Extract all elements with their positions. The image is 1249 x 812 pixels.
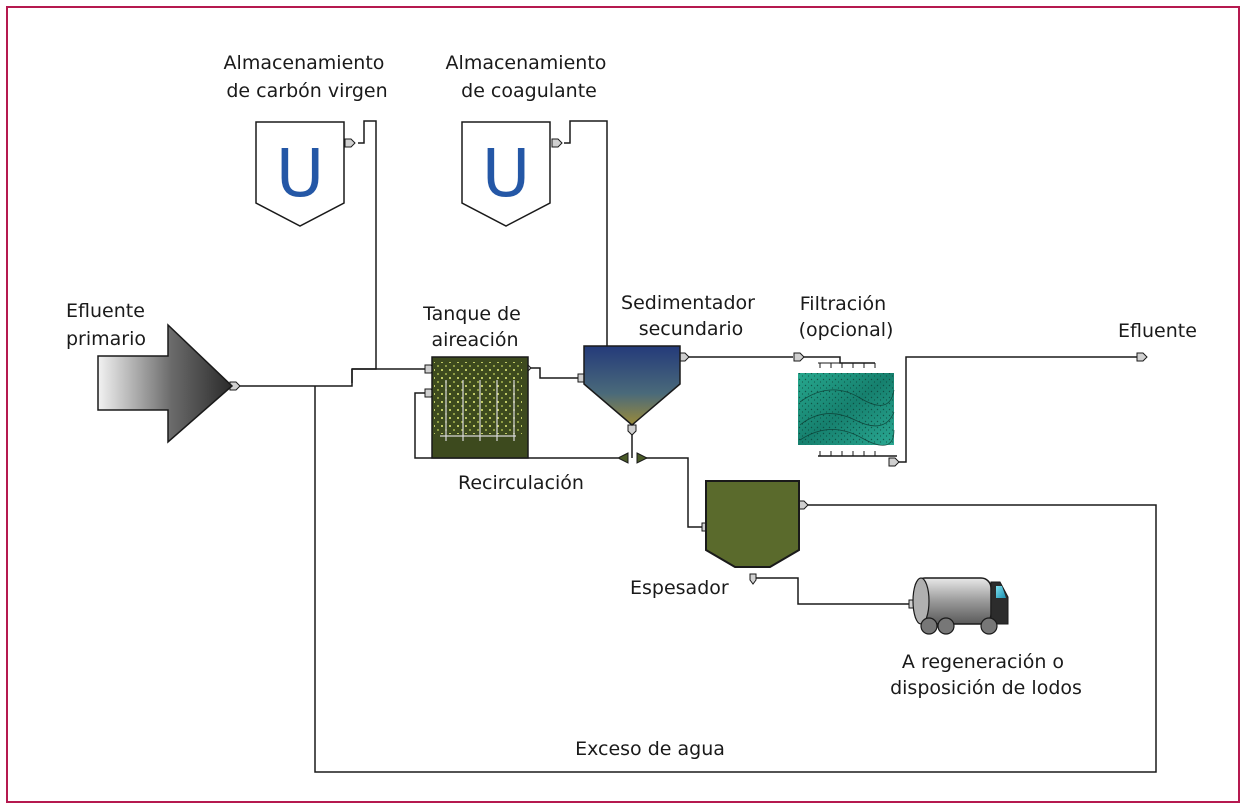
flow-arrow (1136, 352, 1148, 362)
coagulant-storage-label: Almacenamiento de coagulante (446, 52, 613, 102)
flow-arrow (551, 138, 563, 148)
effluent-label: Efluente (1118, 320, 1197, 342)
carbon-storage-symbol: U (276, 135, 324, 212)
primary-effluent-arrow (97, 323, 234, 444)
flow-arrow (749, 573, 757, 585)
excess-water-label: Exceso de agua (575, 738, 725, 760)
sludge-truck (912, 577, 1009, 635)
coagulant-storage-symbol: U (482, 135, 530, 212)
carbon-storage-hopper: U (255, 121, 345, 227)
aeration-tank-label: Tanque de aireación (422, 303, 527, 351)
carbon-storage-label: Almacenamiento de carbón virgen (224, 52, 391, 102)
flow-arrow (793, 352, 805, 362)
filtration-unit (798, 362, 895, 456)
secondary-settler (583, 345, 681, 426)
flow-arrows (229, 138, 1148, 609)
flow-arrow (636, 452, 649, 464)
recirculation-label: Recirculación (458, 472, 584, 494)
flow-lines (238, 120, 1157, 773)
flow-arrow (616, 452, 629, 464)
flow-arrow (627, 424, 637, 436)
filtration-label: Filtración (opcional) (799, 293, 894, 341)
thickener (705, 480, 800, 568)
regeneration-label: A regeneración o disposición de lodos (890, 651, 1082, 699)
flow-arrow (888, 457, 900, 467)
primary-effluent-label: Efluente primario (66, 300, 151, 350)
aeration-tank (431, 356, 529, 459)
coagulant-storage-hopper: U (461, 121, 551, 227)
split-valve (616, 452, 649, 464)
secondary-settler-label: Sedimentador secundario (621, 292, 761, 340)
thickener-label: Espesador (630, 577, 729, 599)
flow-arrow (344, 138, 356, 148)
